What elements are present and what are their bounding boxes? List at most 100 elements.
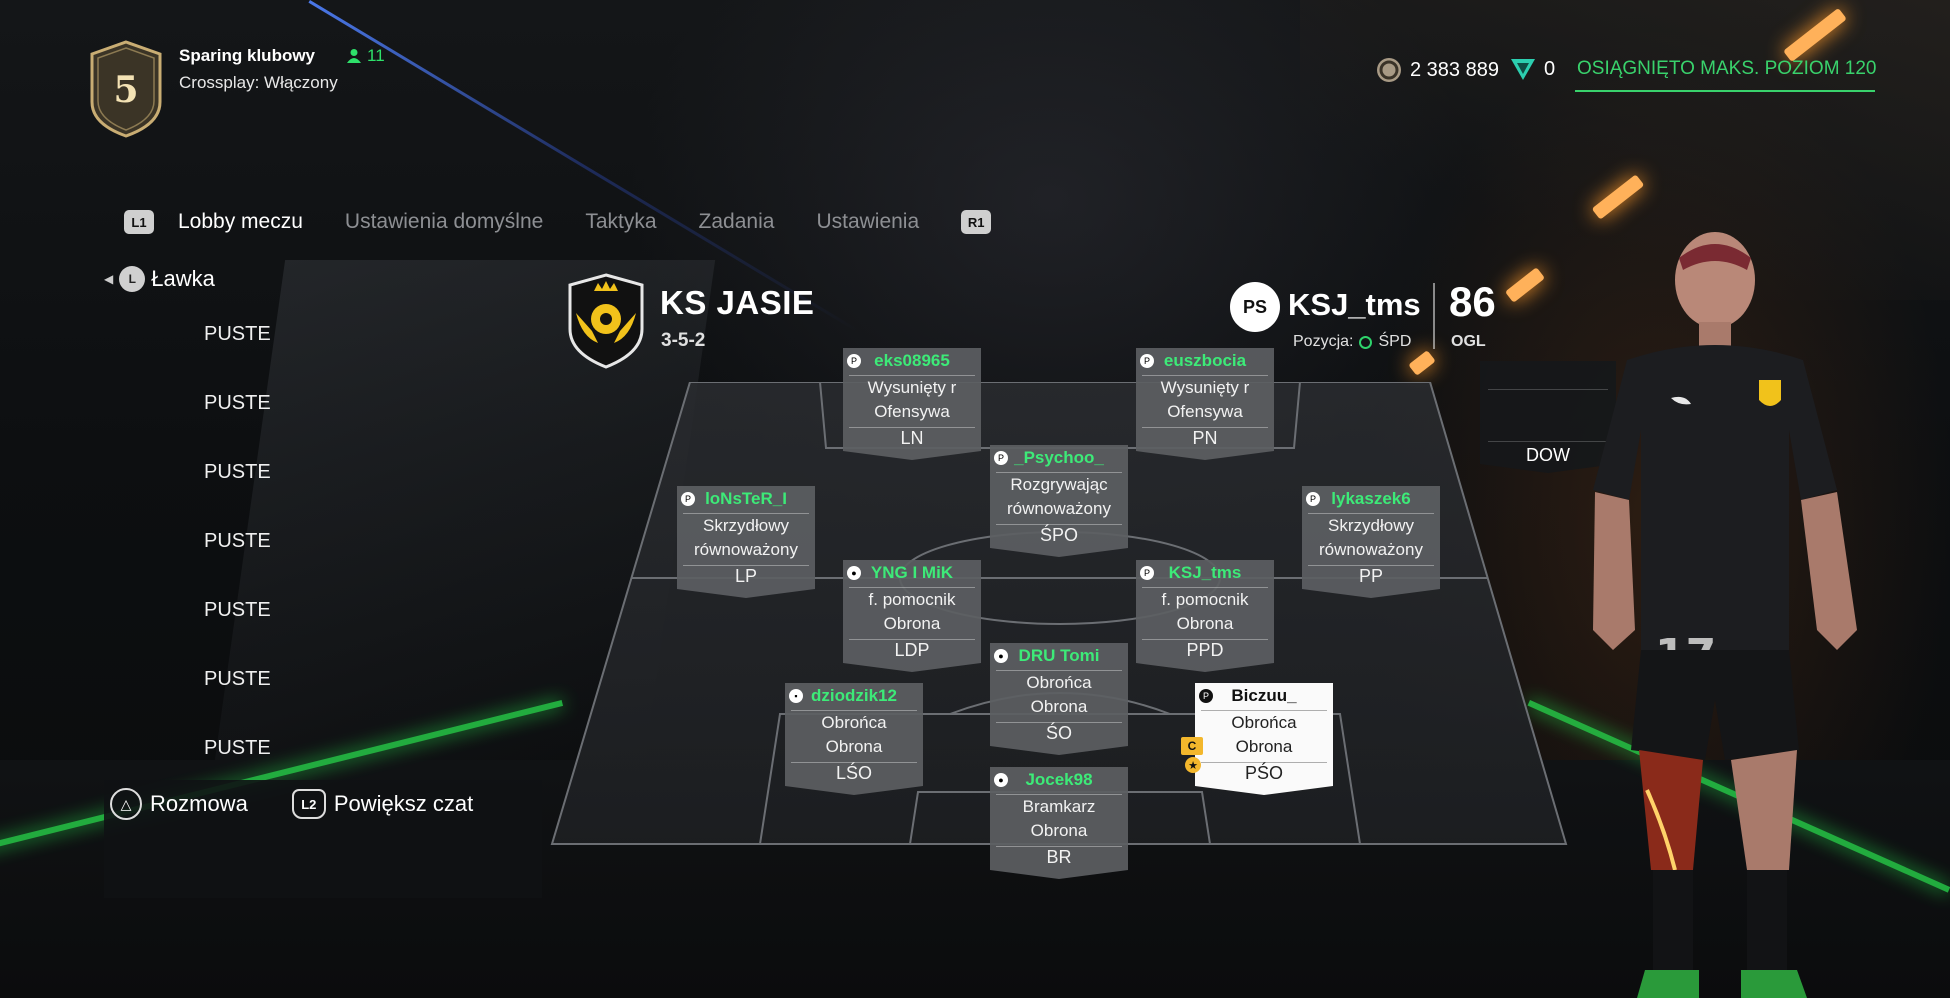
lobby-tabs: L1 Lobby meczu Ustawienia domyślne Takty… bbox=[124, 210, 992, 234]
bench-slot[interactable]: PUSTE bbox=[204, 323, 271, 345]
playstation-icon: P bbox=[847, 354, 861, 368]
player-rating: 86 bbox=[1449, 278, 1496, 325]
team-formation: 3-5-2 bbox=[661, 330, 706, 351]
member-count: 11 bbox=[347, 46, 385, 66]
card-position: LŚO bbox=[835, 763, 873, 783]
left-stick-icon: L bbox=[119, 266, 146, 292]
team-name: KS JASIE bbox=[660, 284, 815, 321]
l1-button[interactable]: L1 bbox=[124, 210, 154, 234]
card-player-name: _Psychoo_ bbox=[1014, 448, 1104, 467]
talk-action[interactable]: △ Rozmowa bbox=[110, 788, 248, 820]
max-level-status: OSIĄGNIĘTO MAKS. POZIOM 120 bbox=[1577, 58, 1877, 79]
bench-title: Ławka bbox=[151, 266, 215, 291]
division-shield-icon: 5 bbox=[90, 40, 162, 138]
tab-ustawienia-domyslne[interactable]: Ustawienia domyślne bbox=[344, 210, 544, 233]
tab-lobby-meczu[interactable]: Lobby meczu bbox=[178, 210, 303, 233]
card-player-name: euszbocia bbox=[1163, 351, 1247, 370]
bench-slot[interactable]: PUSTE bbox=[204, 461, 271, 483]
r1-button[interactable]: R1 bbox=[961, 210, 992, 234]
card-position: LP bbox=[734, 566, 758, 586]
controller-icon: ● bbox=[994, 649, 1008, 663]
rating-label: OGL bbox=[1451, 333, 1486, 350]
talk-label: Rozmowa bbox=[150, 791, 248, 816]
card-position: PP bbox=[1358, 566, 1383, 586]
chat-actions: △ Rozmowa L2 Powiększ czat bbox=[110, 788, 473, 820]
chevron-left-icon: ◀ bbox=[104, 272, 114, 286]
card-position: LN bbox=[900, 428, 924, 448]
expand-chat-action[interactable]: L2 Powiększ czat bbox=[291, 789, 474, 819]
card-player-name: dziodzik12 bbox=[811, 686, 897, 705]
playstation-icon: P bbox=[681, 492, 695, 506]
card-position: LDP bbox=[894, 640, 930, 660]
chat-panel[interactable] bbox=[104, 780, 542, 898]
tab-zadania[interactable]: Zadania bbox=[698, 210, 775, 233]
person-icon bbox=[347, 49, 361, 63]
position-value: ŚPD bbox=[1378, 333, 1412, 350]
card-player-name: KSJ_tms bbox=[1168, 563, 1242, 582]
card-player-name: DRU Tomi bbox=[1018, 646, 1100, 665]
playstation-icon: P bbox=[994, 451, 1008, 465]
card-player-name: loNsTeR_I bbox=[705, 489, 787, 508]
tab-taktyka[interactable]: Taktyka bbox=[585, 210, 657, 233]
tunnel-ceiling bbox=[1300, 0, 1950, 300]
coins-value: 2 383 889 bbox=[1410, 58, 1499, 81]
card-position: PPD bbox=[1186, 640, 1224, 660]
bench-slot[interactable]: PUSTE bbox=[204, 668, 271, 690]
points-balance: 0 bbox=[1510, 57, 1555, 81]
tab-ustawienia[interactable]: Ustawienia bbox=[816, 210, 920, 233]
card-position: ŚO bbox=[1045, 723, 1072, 743]
bench-slot[interactable]: PUSTE bbox=[204, 392, 271, 414]
empty-slot-dow[interactable]: DOW bbox=[1480, 361, 1616, 473]
coin-icon bbox=[1377, 58, 1401, 82]
card-player-name: YNG I MiK bbox=[870, 563, 954, 582]
card-player-name: Jocek98 bbox=[1025, 770, 1093, 789]
playstation-icon: P bbox=[1199, 689, 1213, 703]
crossplay-status: Crossplay: Włączony bbox=[179, 73, 338, 92]
triangle-button-icon: △ bbox=[110, 788, 142, 820]
expand-chat-label: Powiększ czat bbox=[333, 791, 474, 816]
card-position: BR bbox=[1046, 847, 1072, 867]
star-icon: ★ bbox=[1185, 757, 1201, 773]
bench-slot[interactable]: PUSTE bbox=[204, 530, 271, 552]
l2-button-icon: L2 bbox=[291, 789, 326, 819]
card-position: ŚPO bbox=[1039, 525, 1078, 545]
position-label: Pozycja: bbox=[1293, 333, 1354, 350]
ceiling-lamp bbox=[1408, 350, 1436, 376]
playstation-icon: PS bbox=[1230, 282, 1280, 332]
playstation-icon: P bbox=[1140, 354, 1154, 368]
bench-slot[interactable]: PUSTE bbox=[204, 599, 271, 621]
empty-slot-position: DOW bbox=[1526, 445, 1570, 465]
captain-badge: C bbox=[1181, 737, 1203, 755]
division-number: 5 bbox=[113, 69, 138, 111]
mode-title: Sparing klubowy bbox=[179, 46, 316, 65]
card-position: PN bbox=[1192, 428, 1218, 448]
club-crest-icon bbox=[568, 273, 644, 369]
playstation-icon: P bbox=[1140, 566, 1154, 580]
bench-slot[interactable]: PUSTE bbox=[204, 737, 271, 759]
points-icon bbox=[1511, 59, 1535, 80]
card-player-name: lykaszek6 bbox=[1331, 489, 1411, 508]
card-player-name: eks08965 bbox=[874, 351, 950, 370]
bench-header[interactable]: ◀ L Ławka bbox=[104, 266, 215, 292]
